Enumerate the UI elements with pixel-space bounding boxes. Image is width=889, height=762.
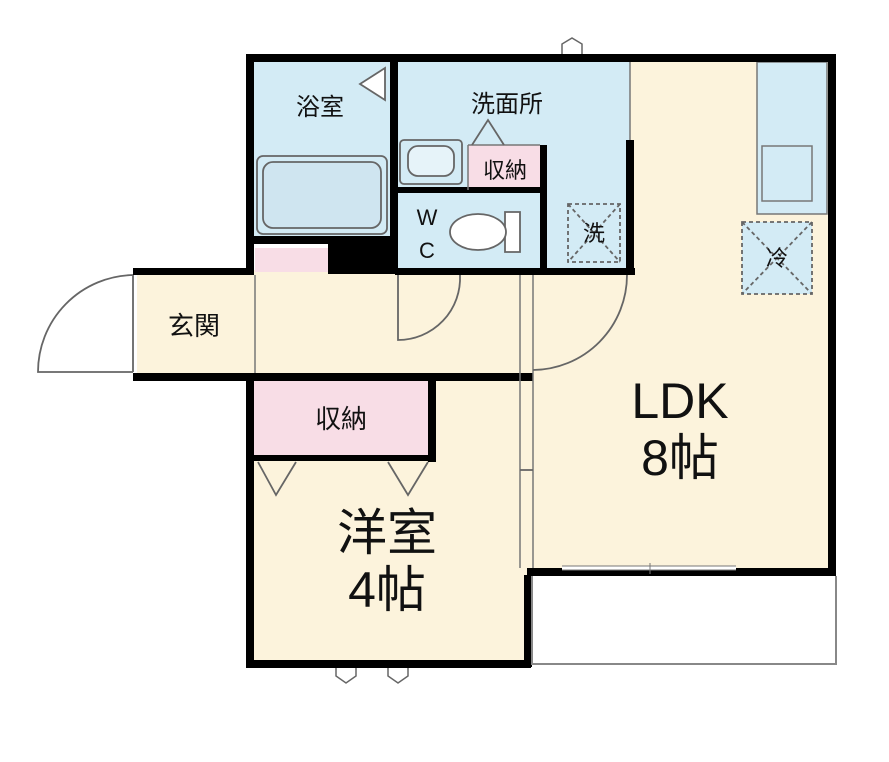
washroom-storage-label: 収納 [483,158,527,183]
toilet [504,211,521,253]
wall-top [246,54,836,62]
ldk-name-label: LDK [631,373,728,429]
walls [133,54,836,668]
western-name-label: 洋室 [337,505,437,561]
ldk-size-label: 8帖 [641,430,719,486]
bath-door-marker [358,66,386,102]
wc-label-c: C [419,238,435,263]
hall-storage-fill [255,248,328,272]
storage-label: 収納 [315,404,367,434]
wall-ldk-bottom [527,568,836,576]
wall-bottom [246,660,531,668]
wall-wc-right [540,145,547,273]
storage-closet-fill [252,380,430,458]
wall-bath-bottom [250,236,395,244]
closet-door-left [257,461,297,497]
wall-storage-bottom [252,455,436,461]
fixtures [256,66,813,295]
wc-label-w: W [417,205,438,230]
wall-wc-bottom [395,268,635,275]
washroom-door-marker [471,118,505,146]
wall-entrance-bottom [133,373,533,381]
washroom-storage-fill [468,145,540,190]
doors [37,274,628,497]
entrance-floor [137,272,250,376]
vent-marker-bottom-right [387,668,409,684]
vent-marker-bottom-left [335,668,357,684]
closet-door-right [387,461,429,497]
wall-entrance-top [133,268,254,275]
wall-left-lower [246,373,254,667]
wall-bath-block [328,236,396,274]
wall-storage-right [428,378,436,462]
exterior-markers [335,37,583,684]
wall-wc-top [395,187,545,193]
bath-label: 浴室 [296,94,344,121]
washer-label: 洗 [583,221,605,246]
labels: 浴室 洗面所 収納 W C 洗 冷 玄関 収納 LDK 8帖 洋室 4帖 [168,91,788,618]
wall-washroom-right [626,140,634,274]
vent-marker-top [561,37,583,54]
wall-western-right [524,575,532,667]
balcony-outline [531,576,837,665]
wc-door-swing [397,274,461,341]
western-size-label: 4帖 [348,562,426,618]
wall-right [828,54,836,574]
washroom-label: 洗面所 [471,91,543,118]
sink-basin [761,145,813,202]
partitions [254,62,631,568]
entrance-label: 玄関 [168,311,220,341]
ldk-door-swing [532,274,628,371]
wall-left-upper [246,54,254,274]
fridge-label: 冷 [766,246,788,271]
toilet-bowl [449,213,507,251]
wall-bath-right [390,58,398,274]
hall-floor [250,270,532,378]
front-door-swing [37,274,134,373]
